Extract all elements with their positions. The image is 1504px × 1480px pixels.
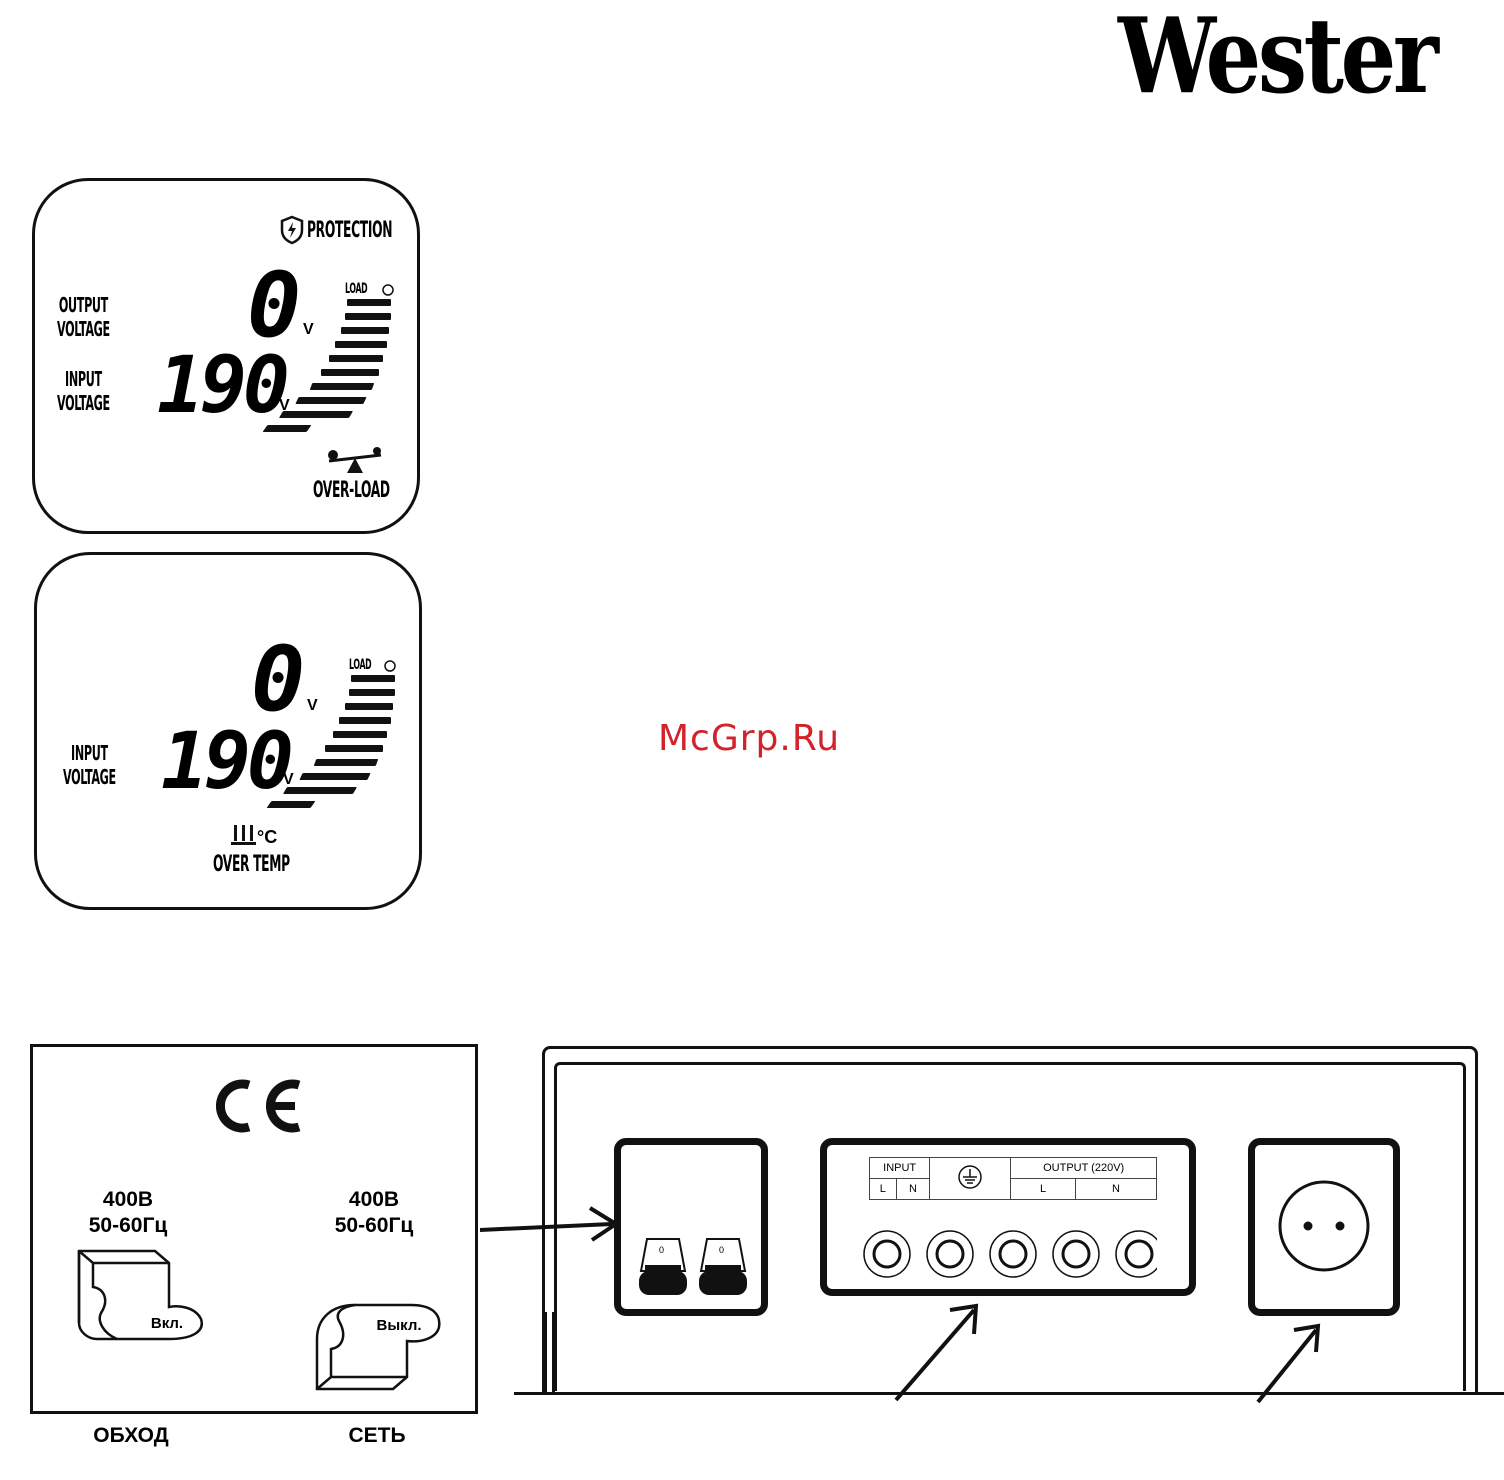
breaker-mark-1: 0 [659,1245,664,1255]
load-circle-icon [383,659,397,673]
terminal-screws [857,1227,1157,1281]
output-n-label: N [1075,1179,1156,1200]
output-voltage-unit: V [303,321,314,339]
output-socket-module [1248,1138,1400,1316]
protection-label: PROTECTION [307,219,392,243]
output-header: OUTPUT (220V) [1011,1158,1157,1179]
input-header: INPUT [870,1158,930,1179]
temp-unit: °C [257,827,277,848]
output-voltage-unit: V [307,697,318,715]
input-voltage-value: 190 [161,723,290,801]
overload-label: OVER-LOAD [313,479,390,503]
input-voltage-value: 190 [157,347,286,425]
input-l-label: L [870,1179,897,1200]
socket-icon[interactable] [1277,1179,1371,1273]
arrow-to-terminals [890,1296,990,1406]
output-voltage-value: 0 [247,261,301,351]
cabinet-foot-left [544,1312,547,1394]
terminal-label-table: INPUT OUTPUT (220V) L N L N [869,1157,1157,1200]
terminal-input-n[interactable] [927,1231,973,1277]
ground-icon [957,1164,983,1190]
terminal-input-l[interactable] [864,1231,910,1277]
load-label: LOAD [345,277,367,301]
load-label: LOAD [349,653,371,677]
output-voltage-value: 0 [251,635,305,725]
overtemp-label: OVER TEMP [213,853,290,877]
input-n-label: N [896,1179,930,1200]
breaker-mark-2: 0 [719,1245,724,1255]
terminal-ground[interactable] [990,1231,1036,1277]
cabinet-foot-left-inner [552,1312,555,1394]
ce-mark [207,1077,307,1135]
mains-switch-label: Выкл. [359,1313,439,1339]
terminal-output-n[interactable] [1116,1231,1157,1277]
load-circle-icon [381,283,395,297]
circuit-breaker-module: 0 0 [614,1138,768,1316]
watermark-text: McGrp.Ru [658,718,840,759]
cabinet-base [514,1392,1504,1395]
ground-cell [930,1158,1011,1200]
mains-caption: СЕТЬ [302,1424,452,1448]
terminal-block-module: INPUT OUTPUT (220V) L N L N [820,1138,1196,1296]
terminal-output-l[interactable] [1053,1231,1099,1277]
arrow-to-socket [1252,1316,1332,1406]
bypass-rating: 400В 50-60Гц [63,1187,193,1239]
bypass-caption: ОБХОД [56,1424,206,1448]
brand-logo: Wester [1118,4,1387,108]
output-l-label: L [1011,1179,1076,1200]
shield-icon [279,215,305,245]
bypass-switch-label: Вкл. [137,1311,197,1337]
overload-icon [325,445,385,479]
thermometer-icon [231,823,257,847]
mains-rating: 400В 50-60Гц [309,1187,439,1239]
specs-panel: 400В 50-60Гц 400В 50-60Гц Вкл. Выкл. [30,1044,478,1414]
